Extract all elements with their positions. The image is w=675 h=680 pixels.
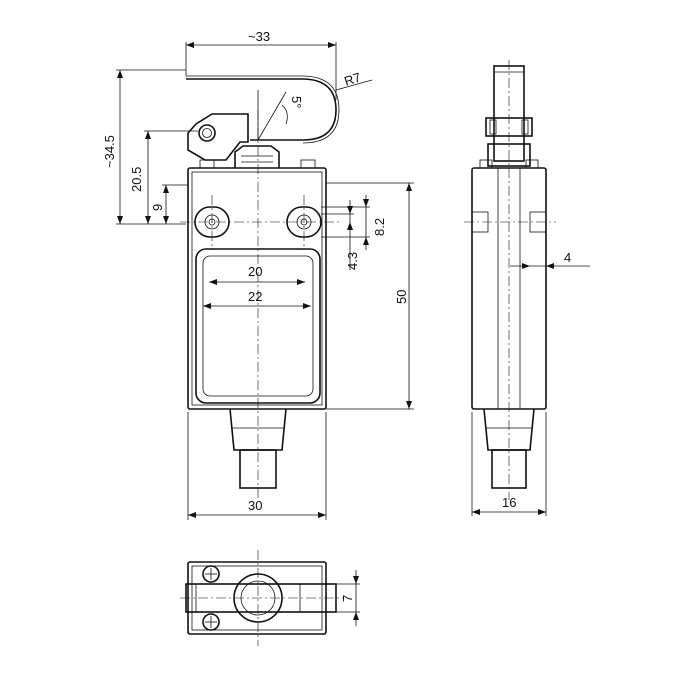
dim-body-height: 50 <box>394 290 409 304</box>
dim-hole-offset-2: 4.3 <box>345 252 360 270</box>
roller-pivot <box>198 124 216 142</box>
dim-roller-height: 20.5 <box>129 167 144 192</box>
dim-side-hole: 4 <box>564 250 571 265</box>
top-screw-bottom <box>202 613 220 631</box>
side-view: 4 16 <box>464 60 590 516</box>
dim-window-inner: 20 <box>248 264 262 279</box>
dim-body-width: 30 <box>248 498 262 513</box>
plunger <box>234 145 280 168</box>
dim-lever-angle: 5° <box>289 96 304 108</box>
dim-window-outer: 22 <box>248 289 262 304</box>
dim-hole-spacing: 8.2 <box>372 218 387 236</box>
dim-hole-offset: 9 <box>150 204 165 211</box>
switch-body <box>187 167 327 410</box>
dim-lever-width: ~33 <box>248 29 270 44</box>
top-screw-top <box>202 565 220 583</box>
front-view <box>180 75 340 500</box>
front-dimensions: ~33 R7 5° ~34.5 20.5 9 8.2 <box>102 29 414 520</box>
dim-total-height: ~34.5 <box>102 135 117 168</box>
top-view: 7 <box>180 550 360 646</box>
dim-lever-radius: R7 <box>342 69 362 88</box>
dim-side-width: 16 <box>502 495 516 510</box>
dim-top-depth: 7 <box>340 595 355 602</box>
lever-arm <box>186 78 337 141</box>
roller-holder <box>187 113 249 161</box>
